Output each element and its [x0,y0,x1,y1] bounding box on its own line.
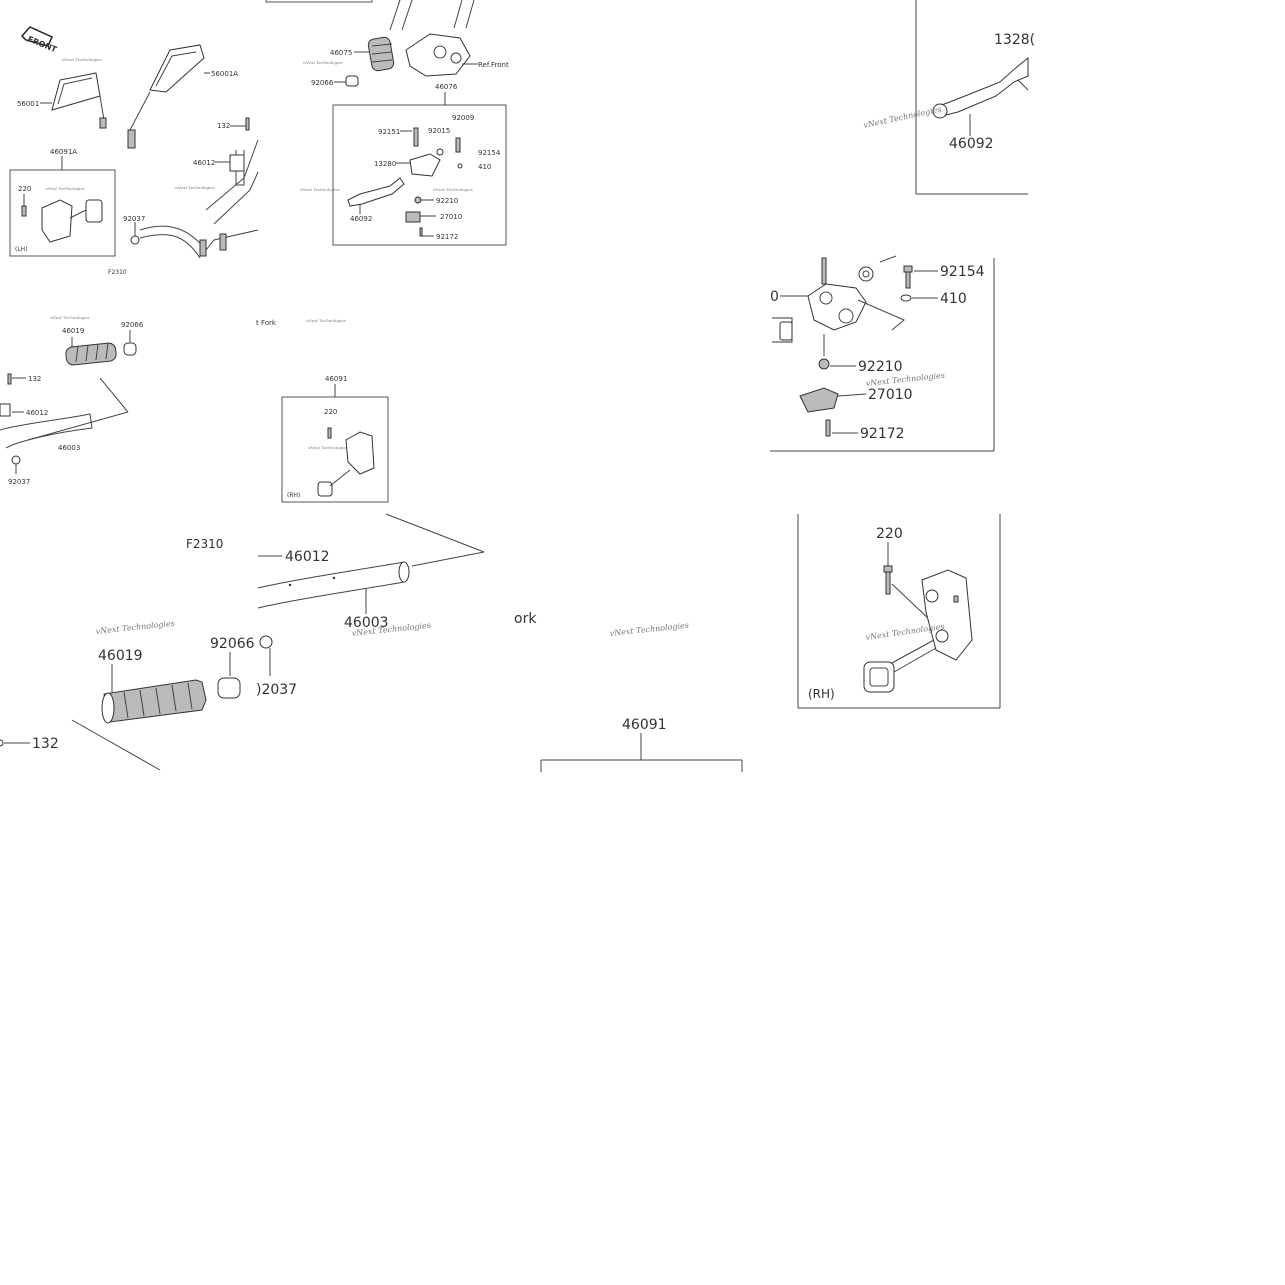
label-ork: ork [514,611,537,627]
label-92066-top: 92066 [311,79,334,87]
label-92154: 92154 [478,149,501,157]
panel-lever-zoom: 1328( 46092 vNext Technologies [863,0,1035,195]
label-92037: 92037 [8,478,30,486]
label-220: 220 [876,526,903,542]
label-56001: 56001 [17,100,39,108]
label-46092: 46092 [949,136,994,152]
label-0: 0 [770,289,779,305]
watermark: vNext Technologies [62,57,102,62]
label-92037: 92037 [123,215,145,223]
watermark: vNext Technologies [433,187,473,192]
watermark: vNext Technologies [95,619,175,636]
label-410: 410 [940,291,967,307]
watermark: vNext Technologies [308,445,348,450]
panel-grip-detail: vNext Technologies vNext Technologies vN… [0,315,389,503]
throttle-grip-46075 [367,36,395,72]
label-92172: 92172 [860,426,905,442]
label-92210: 92210 [858,359,903,375]
label-92009: 92009 [452,114,474,122]
watermark: vNext Technologies [303,60,343,65]
label-46076: 46076 [435,83,458,91]
label-46003: 46003 [58,444,80,452]
watermark: vNext Technologies [609,621,689,638]
label-rh: (RH) [808,687,835,701]
label-92151: 92151 [378,128,400,136]
label-2037: )2037 [256,682,297,698]
label-fork: t Fork [256,319,277,327]
label-lh: (LH) [15,246,28,253]
watermark: vNext Technologies [306,318,346,323]
label-46091a: 46091A [50,148,77,156]
label-46003: 46003 [344,615,389,631]
label-46075: 46075 [330,49,352,57]
label-220-lh: 220 [18,185,31,193]
label-27010: 27010 [868,387,913,403]
label-56001a: 56001A [211,70,238,78]
panel-handlebar-zoom: F2310 46012 46003 ork 46019 92066 )2037 [0,513,743,772]
label-92066: 92066 [210,636,255,652]
label-132: 132 [32,736,59,752]
label-92210: 92210 [436,197,458,205]
label-13280: 1328( [994,32,1035,48]
label-46012: 46012 [285,549,330,565]
panel-master-cylinder-zoom: 92154 410 0 92210 27010 92172 vNext Tech… [770,255,995,452]
panel-overview: FRONT 56001 56001A 46091A 220 (LH) [9,0,509,276]
label-410: 410 [478,163,491,171]
watermark: vNext Technologies [50,315,90,320]
label-f2310: F2310 [108,269,127,276]
watermark: vNext Technologies [863,105,943,130]
watermark: vNext Technologies [175,185,215,190]
mirror-right [127,44,205,149]
panel-rh-switch-zoom: 220 (RH) vNext Technologies [797,514,1001,709]
front-arrow-icon: FRONT [20,26,58,55]
label-132: 132 [28,375,41,383]
label-92154: 92154 [940,264,985,280]
grip-46019-large [101,679,207,724]
watermark: vNext Technologies [300,187,340,192]
label-92172: 92172 [436,233,458,241]
label-46019: 46019 [62,327,84,335]
mirror-left [51,72,107,129]
label-46012: 46012 [193,159,215,167]
grip-46019-small [65,342,117,366]
label-46091: 46091 [622,717,667,733]
label-46091: 46091 [325,375,347,383]
label-27010: 27010 [440,213,462,221]
label-92015: 92015 [428,127,450,135]
label-46019: 46019 [98,648,143,664]
label-46012: 46012 [26,409,48,417]
label-46092: 46092 [350,215,372,223]
label-220: 220 [324,408,337,416]
watermark: vNext Technologies [45,186,85,191]
label-132: 132 [217,122,230,130]
label-f2310: F2310 [186,537,223,551]
label-92066: 92066 [121,321,144,329]
label-13280: 13280 [374,160,396,168]
label-rh: (RH) [287,492,300,499]
label-ref-front: Ref.Front [478,61,509,69]
